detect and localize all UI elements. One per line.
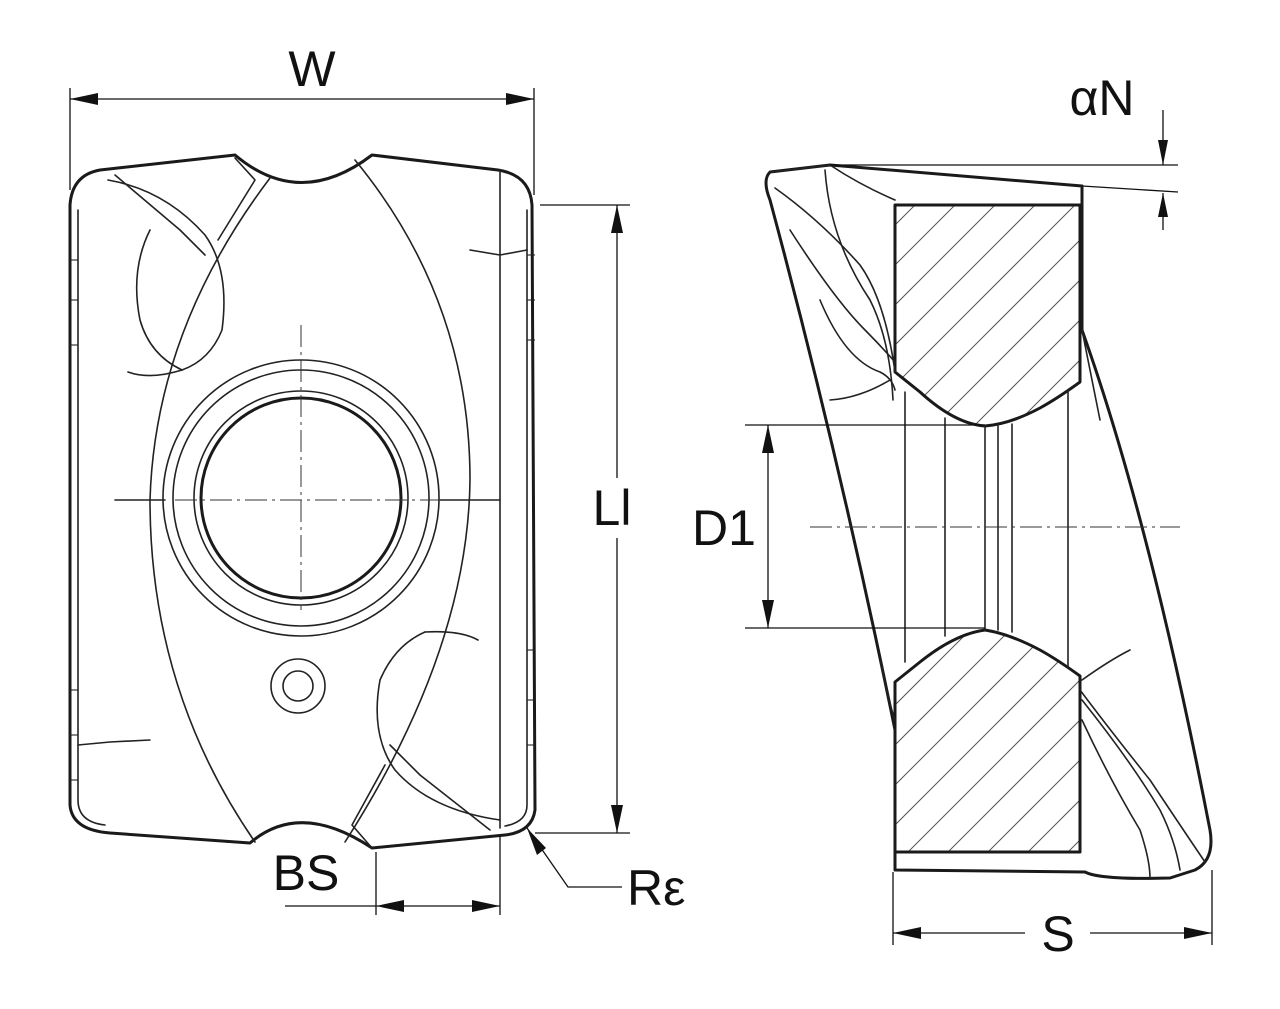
length-label: Ll: [593, 480, 632, 536]
insert-outline: [68, 153, 537, 850]
flank-ticks: [70, 254, 535, 781]
wiper-label: BS: [273, 845, 340, 901]
side-outline: [764, 163, 1213, 880]
side-left-facet-1: [774, 187, 896, 373]
lower-right-lobe: [376, 631, 501, 821]
upper-left-lobe: [107, 179, 225, 371]
thickness-dimension: S: [892, 870, 1213, 962]
center-right-curve: [344, 159, 471, 843]
side-right-facet-1: [1079, 689, 1206, 863]
upper-left-notch: [127, 369, 183, 377]
wiper-dimension: BS: [273, 836, 501, 915]
side-right-upper: [1081, 329, 1101, 421]
section-top-boundary: [893, 203, 1082, 428]
length-dimension: Ll: [535, 204, 632, 834]
side-right-lobe: [1081, 649, 1131, 681]
front-view: [68, 153, 537, 850]
marking-hole-outer: [270, 658, 326, 714]
center-left-curve: [149, 177, 271, 843]
upper-left-pocket: [135, 229, 183, 371]
side-view: [764, 163, 1213, 880]
side-right-facet-3: [1081, 719, 1151, 879]
right-flank-line: [504, 209, 528, 827]
lower-right-pocket: [424, 630, 479, 641]
side-right-facet-2: [1081, 699, 1181, 871]
marking-hole-inner: [282, 670, 314, 702]
left-lower-facet: [77, 739, 151, 746]
bore-label: D1: [692, 500, 756, 556]
width-label: W: [288, 41, 336, 97]
width-dimension: W: [69, 41, 535, 195]
thickness-label: S: [1041, 906, 1074, 962]
right-upper-facet: [469, 249, 528, 256]
side-left-facet-3: [824, 169, 894, 401]
side-left-lobe: [819, 299, 896, 391]
upper-left-lobe-2: [114, 174, 206, 256]
lower-facet: [351, 764, 386, 849]
side-left-facet-2: [789, 229, 896, 363]
side-left-pocket: [829, 379, 891, 401]
corner-radius-label: Rε: [627, 860, 685, 916]
left-flank-line: [77, 209, 106, 826]
lower-right-lobe-2: [389, 744, 491, 831]
upper-facet: [217, 157, 256, 241]
bore-dimension: D1: [692, 424, 985, 629]
side-left-lower: [879, 659, 896, 721]
section-bottom-boundary: [893, 628, 1082, 854]
clearance-angle-label: αN: [1069, 70, 1134, 126]
clearance-angle-dimension: αN: [830, 70, 1179, 230]
corner-radius-leader: Rε: [526, 827, 685, 916]
bore-hole: [199, 396, 403, 600]
